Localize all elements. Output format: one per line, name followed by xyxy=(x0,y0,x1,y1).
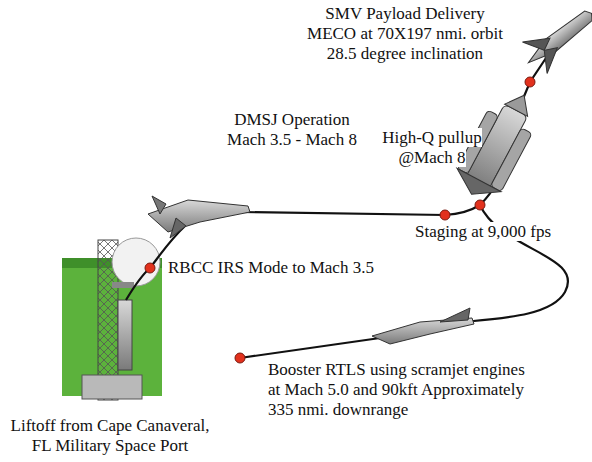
staging-label: Staging at 9,000 fps xyxy=(415,222,551,242)
dmsj-label: DMSJ Operation Mach 3.5 - Mach 8 xyxy=(222,110,362,150)
payload-label: SMV Payload Delivery MECO at 70X197 nmi.… xyxy=(303,4,507,64)
rbcc-label: RBCC IRS Mode to Mach 3.5 xyxy=(168,258,374,278)
smv-vehicle xyxy=(516,0,592,78)
trajectory-line xyxy=(126,55,568,358)
label-text: Liftoff from Cape Canaveral, FL Military… xyxy=(11,416,210,455)
pullup-label: High-Q pullup @Mach 8 xyxy=(372,128,492,168)
launch-site xyxy=(62,238,162,400)
event-dot xyxy=(145,77,535,363)
label-text: SMV Payload Delivery MECO at 70X197 nmi.… xyxy=(307,4,503,63)
label-text: Staging at 9,000 fps xyxy=(415,222,551,241)
booster-vehicle xyxy=(372,308,474,344)
rbcc-vehicle xyxy=(148,196,250,238)
label-text: Booster RTLS using scramjet engines at M… xyxy=(268,360,525,419)
label-text: RBCC IRS Mode to Mach 3.5 xyxy=(168,258,374,277)
liftoff-label: Liftoff from Cape Canaveral, FL Military… xyxy=(4,416,216,456)
booster-label: Booster RTLS using scramjet engines at M… xyxy=(268,360,538,420)
label-text: High-Q pullup @Mach 8 xyxy=(382,128,482,167)
label-text: DMSJ Operation Mach 3.5 - Mach 8 xyxy=(227,110,357,149)
